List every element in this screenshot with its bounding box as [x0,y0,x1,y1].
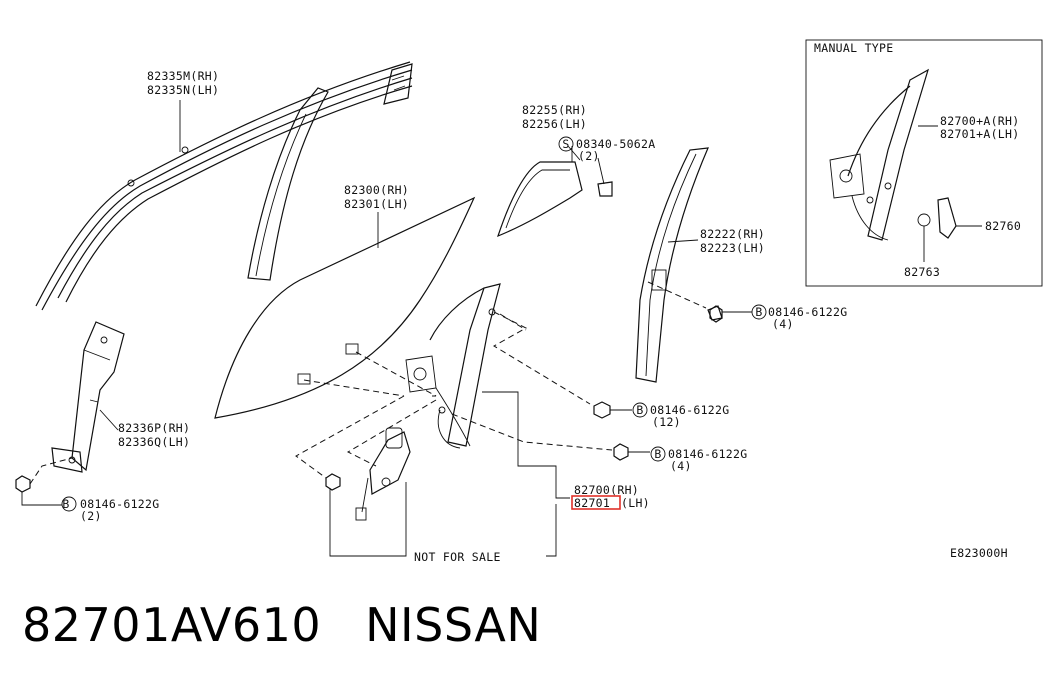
inset-washer-label: 82763 [904,265,940,279]
bolt-icons [15,305,723,493]
label-rear-sash-lh: 82223(LH) [700,241,765,255]
b-mark-low: B [654,447,661,461]
leader-lines [21,100,752,557]
label-moulding-rh: 82335M(RH) [147,69,219,83]
label-bolt-mid-qty: (12) [652,415,681,429]
corner-piece-part [497,161,613,238]
footer-caption: 82701AV610 NISSAN [22,598,541,652]
window-regulator-part [405,283,501,449]
inset-title: MANUAL TYPE [814,41,893,55]
front-sash-part [51,321,125,473]
inset-handle-label: 82760 [985,219,1021,233]
label-sash-lh: 82336Q(LH) [118,435,190,449]
label-screw: 08340-5062A [576,137,655,151]
label-bolt-mid: 08146-6122G [650,403,729,417]
not-for-sale-label: NOT FOR SALE [414,550,501,564]
label-bolt-low: 08146-6122G [668,447,747,461]
label-bolt-left-qty: (2) [80,509,102,523]
inset-regulator-rh: 82700+A(RH) [940,114,1019,128]
label-bolt-left: 08146-6122G [80,497,159,511]
marker-circles [61,136,767,512]
dashed-lines [29,281,707,485]
label-moulding-lh: 82335N(LH) [147,83,219,97]
rear-sash-part [635,147,723,383]
label-regulator-rh: 82700(RH) [574,483,639,497]
b-mark-rear: B [755,305,762,319]
label-corner-rh: 82255(RH) [522,103,587,117]
label-sash-rh: 82336P(RH) [118,421,190,435]
brand-name: NISSAN [365,598,542,652]
s-mark: S [562,137,569,151]
highlight-box [571,495,621,510]
label-bolt-low-qty: (4) [670,459,692,473]
regulator-motor-part [355,427,411,521]
label-glass-rh: 82300(RH) [344,183,409,197]
inset-regulator-lh: 82701+A(LH) [940,127,1019,141]
label-corner-lh: 82256(LH) [522,117,587,131]
manual-type-inset [805,39,1043,287]
label-regulator-lh-highlight: 82701 [574,496,610,510]
b-mark-left: B [62,497,69,511]
door-glass-part [214,196,476,419]
b-mark-mid: B [636,403,643,417]
label-rear-sash-rh: 82222(RH) [700,227,765,241]
label-screw-qty: (2) [578,149,600,163]
label-glass-lh: 82301(LH) [344,197,409,211]
label-bolt-rear: 08146-6122G [768,305,847,319]
label-regulator-lh-suffix: (LH) [621,496,650,510]
label-bolt-rear-qty: (4) [772,317,794,331]
part-number: 82701AV610 [22,598,322,652]
window-moulding-part [35,61,413,311]
diagram-code: E823000H [950,546,1008,560]
